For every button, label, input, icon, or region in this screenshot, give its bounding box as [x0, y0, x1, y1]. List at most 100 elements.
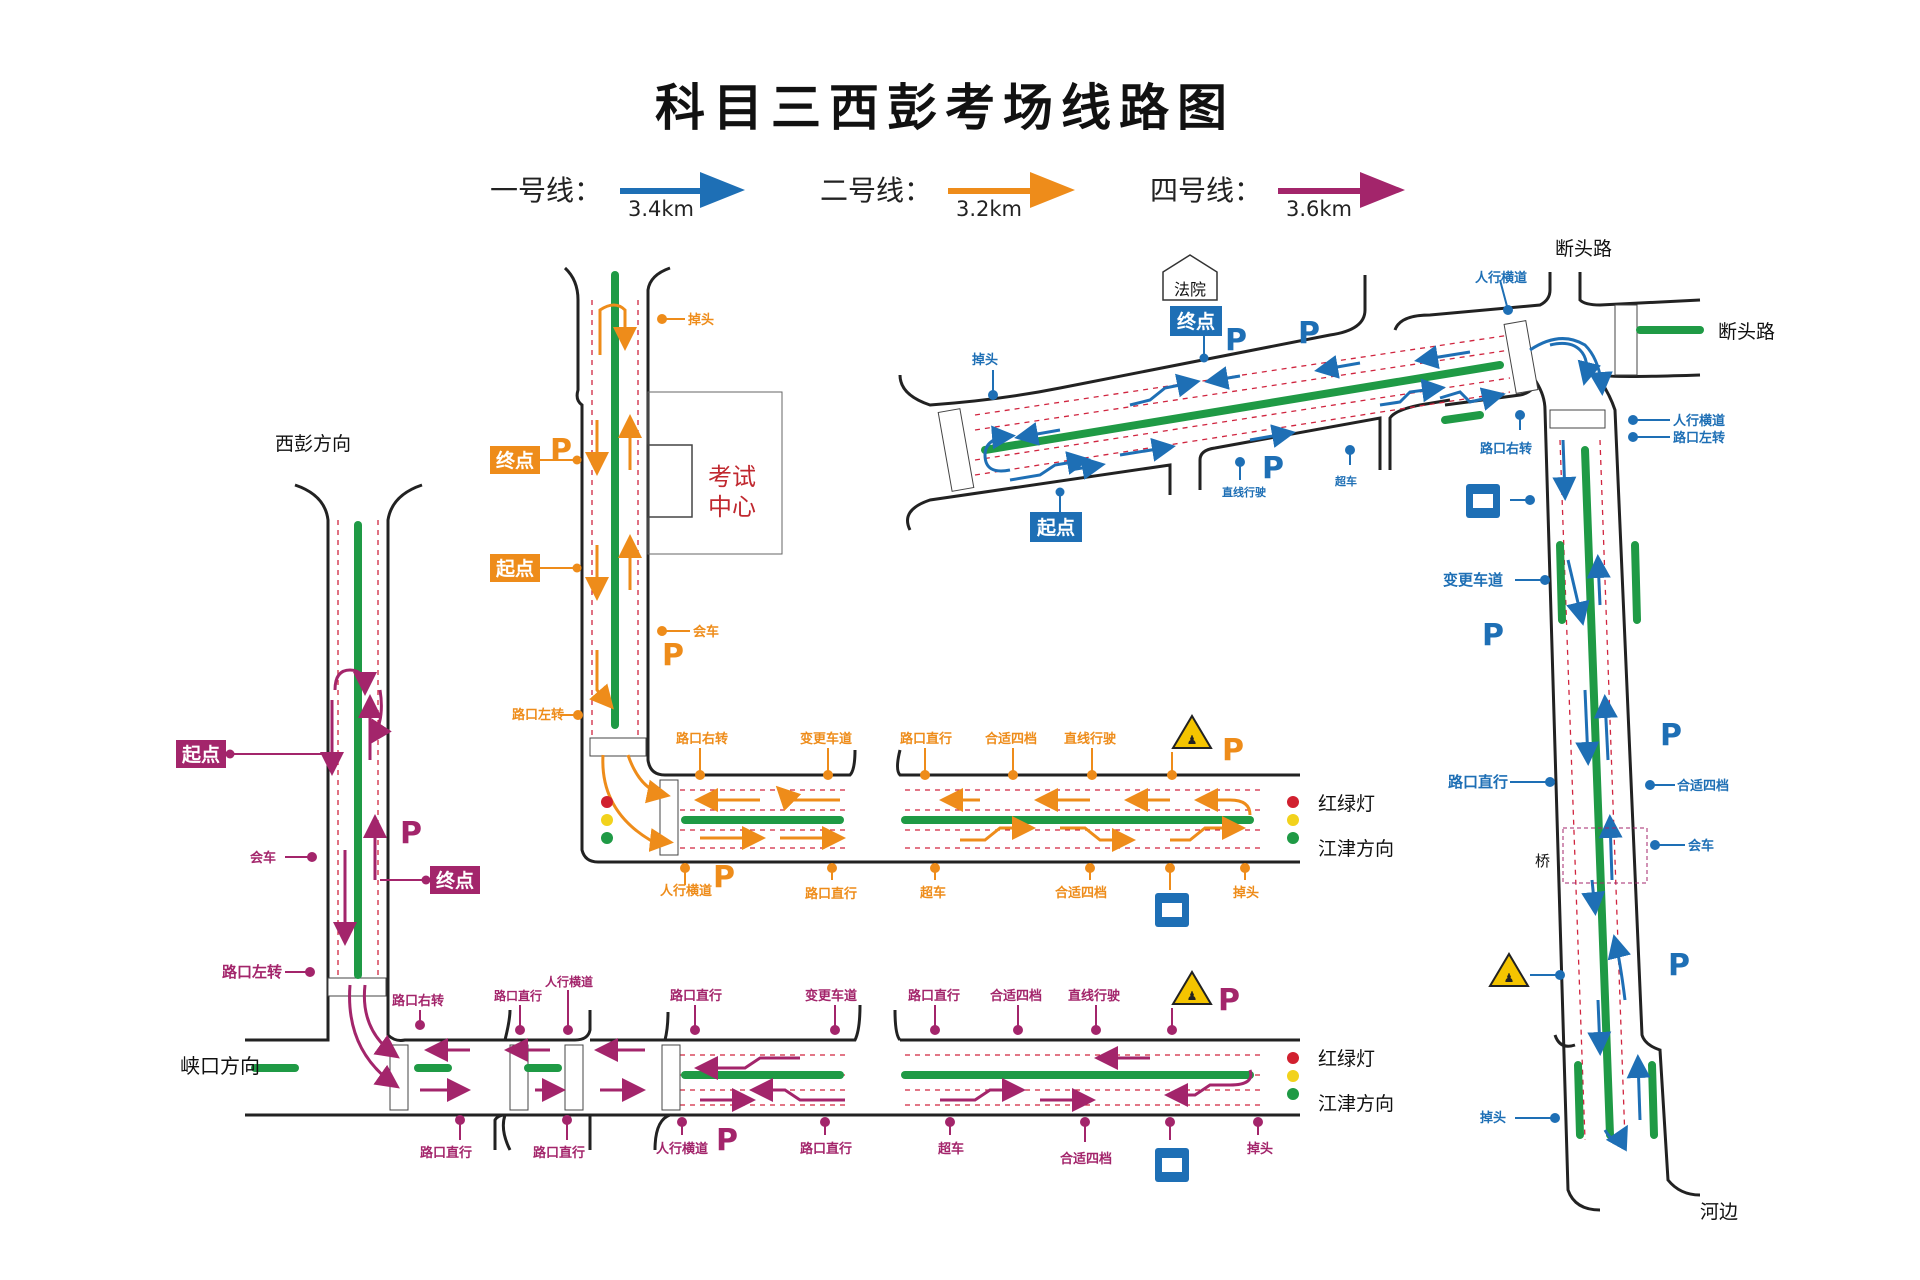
line4-arrow: [940, 1078, 1026, 1102]
line4-route: [320, 668, 1253, 1112]
road-edge: [653, 1113, 671, 1151]
line1-arrow: [1439, 387, 1506, 411]
road-edge: [501, 1114, 512, 1151]
line2-arrow: [626, 754, 671, 804]
line4-arrow: [1164, 1069, 1253, 1107]
line2-label-meet-car: 会车: [693, 624, 719, 640]
line4-label-straight-drive: 直线行驶: [1068, 988, 1120, 1004]
line1-arrow: [1598, 814, 1623, 881]
line2-callouts: 掉头 会车 路口左转 路口右转 变更车道 路口直行 合适四档 直线行驶 人行横道…: [512, 312, 1259, 902]
road-edge: [386, 483, 423, 990]
road-edge: [563, 266, 1300, 864]
line1-arrow: [1566, 559, 1590, 626]
line4-callouts: 会车 路口左转 路口右转 路口直行 人行横道 路口直行 变更车道 路口直行 合适…: [222, 850, 1273, 1167]
line1-label-overtake: 超车: [1334, 474, 1357, 488]
jiangjin-direction-a: 江津方向: [1318, 838, 1394, 860]
line2-arrow: [1060, 826, 1136, 852]
line1-arrow: [1529, 337, 1613, 396]
line4-arrow: [333, 668, 377, 696]
line4-label-change-lane: 变更车道: [805, 988, 857, 1004]
start-end-tags: 终点 起点 起点 终点 起点 终点: [176, 306, 1222, 894]
road-edge: [1393, 272, 1552, 331]
line2-label-straight-2: 路口直行: [805, 886, 857, 902]
legend-line1: 一号线： 3.4km: [490, 172, 745, 221]
road-edge: [503, 1009, 512, 1041]
line4-label-uturn: 掉头: [1247, 1141, 1273, 1157]
line4-label-straight-e: 路口直行: [533, 1145, 585, 1161]
line4-arrow: [694, 1056, 800, 1080]
line2-arrow: [1194, 788, 1252, 816]
legend-line4-arrow: [1278, 172, 1405, 208]
traffic-light-label-a: 红绿灯: [1318, 793, 1375, 815]
line4-label-overtake: 超车: [938, 1141, 964, 1157]
parking-icon: P: [550, 433, 572, 468]
line2-start-tag: 起点: [490, 554, 582, 582]
line1-label-uturn: 掉头: [1480, 1110, 1506, 1126]
road-edge: [665, 1004, 862, 1042]
parking-icon: P: [713, 860, 735, 895]
line1-end-label: 终点: [1177, 310, 1215, 333]
yellow-light-icon: [1287, 1070, 1299, 1082]
line2-label-change-lane: 变更车道: [800, 731, 852, 747]
parking-icon: P: [662, 638, 684, 673]
line4-label-fourth-gear-2: 合适四档: [1060, 1151, 1112, 1167]
bridge-label: 桥: [1535, 852, 1550, 870]
line4-end-tag: 终点: [380, 866, 480, 894]
line1-label-meet-car: 会车: [1688, 838, 1714, 854]
bus-stop-icon: [1155, 893, 1189, 927]
line4-label-fourth-gear-1: 合适四档: [990, 988, 1042, 1004]
line1-label-straight: 路口直行: [1448, 773, 1508, 791]
line2-label-fourth-gear-1: 合适四档: [985, 731, 1037, 747]
line2-arrow: [1170, 816, 1246, 842]
red-light-icon: [1287, 796, 1299, 808]
traffic-light-label-b: 红绿灯: [1318, 1048, 1375, 1070]
line1-callouts: 掉头 直线行驶 超车 人行横道 路口右转 人行横道 路口左转 变更车道 路口直行…: [972, 270, 1729, 1126]
legend-line2: 二号线： 3.2km: [820, 172, 1075, 221]
line1-arrow: [1069, 456, 1106, 480]
line2-arrow: [601, 754, 674, 852]
line4-arrow: [368, 689, 392, 746]
road-edge: [590, 1011, 670, 1042]
red-light-icon: [601, 796, 613, 808]
line4-label-straight-b: 路口直行: [670, 988, 722, 1004]
line1-label-straight-drive: 直线行驶: [1222, 485, 1267, 499]
parking-icon: P: [1225, 323, 1247, 358]
yellow-light-icon: [601, 814, 613, 826]
line1-label-fourth-gear: 合适四档: [1677, 778, 1729, 794]
line1-start-label: 起点: [1036, 517, 1075, 539]
line1-arrow: [1575, 689, 1600, 766]
svg-text:♟: ♟: [1187, 733, 1198, 747]
line4-label-straight-d: 路口直行: [420, 1145, 472, 1161]
line4-end-label: 终点: [436, 869, 474, 892]
line1-arrow: [1014, 422, 1061, 446]
line1-arrow: [1314, 355, 1361, 379]
line2-start-label: 起点: [495, 558, 534, 580]
road-edge: [294, 483, 330, 1000]
line1-arrow: [1581, 879, 1606, 916]
road-edge: [646, 266, 857, 777]
line4-label-straight-f: 路口直行: [800, 1141, 852, 1157]
parking-icon: P: [1668, 948, 1690, 983]
line4-label-left-turn: 路口左转: [222, 963, 282, 981]
parking-icon: P: [1298, 316, 1320, 351]
line1-label-change-lane: 变更车道: [1443, 571, 1503, 589]
road-edge: [1533, 379, 1601, 1212]
road-edge: [1598, 379, 1701, 1197]
school-warning-icon: ♟: [1171, 970, 1213, 1005]
parking-icon: P: [716, 1123, 738, 1158]
road-edge: [898, 275, 1367, 407]
line2-arrow: [960, 816, 1036, 842]
green-light-icon: [601, 832, 613, 844]
exam-center-gate: [647, 444, 693, 518]
line1-label-crosswalk-right: 人行横道: [1673, 413, 1725, 429]
line2-label-fourth-gear-2: 合适四档: [1055, 885, 1107, 901]
duantou-road-a: 断头路: [1555, 238, 1612, 260]
line2-label-left-turn: 路口左转: [512, 707, 564, 723]
green-light-icon: [1287, 832, 1299, 844]
line1-start-tag: 起点: [1030, 487, 1082, 542]
line2-label-uturn-top: 掉头: [688, 312, 714, 328]
line4-label-straight-a: 路口直行: [494, 988, 542, 1003]
line4-start-tag: 起点: [176, 740, 330, 768]
bridge-outline: [1562, 827, 1648, 884]
court-icon: 法院: [1162, 254, 1218, 301]
